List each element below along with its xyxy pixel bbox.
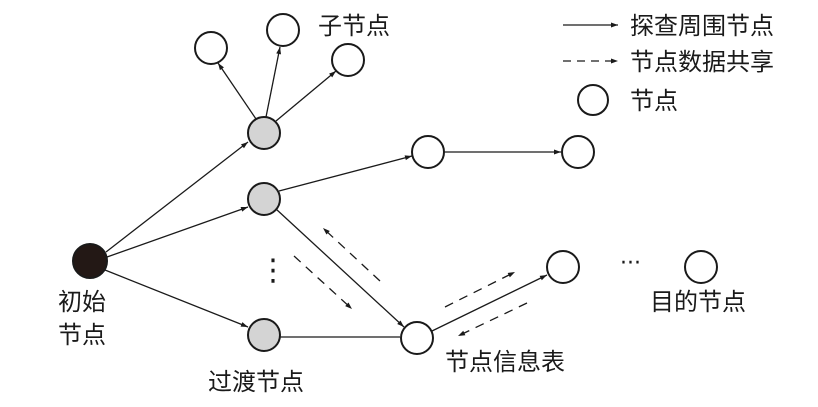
transition-nodes-label: 过渡节点 (208, 368, 304, 396)
edge-initial-to-transition-1 (105, 141, 249, 253)
target-nodes-label: 目的节点 (650, 288, 746, 316)
data-sharing-arrows (293, 227, 528, 337)
initial-node (72, 243, 108, 279)
edge-initial-to-transition-2 (106, 206, 249, 258)
vertical-ellipsis: ⋮ (258, 253, 288, 288)
legend-solid-label: 探查周围节点 (630, 12, 774, 40)
edge-to-child-2 (265, 46, 282, 118)
child-node-3 (331, 43, 365, 77)
child-node-1 (194, 31, 228, 65)
initial-node-label-line2: 节点 (58, 321, 106, 349)
transition-node-1 (247, 116, 281, 150)
child-nodes-label: 子节点 (318, 12, 390, 40)
dashed-arrow-down (293, 255, 353, 310)
legend-node-icon (577, 84, 609, 116)
node-info-table-label: 节点信息表 (445, 348, 565, 376)
child-node-2 (266, 13, 300, 47)
legend-node-label: 节点 (630, 87, 678, 115)
dashed-arrow-back (457, 302, 528, 337)
node (546, 250, 580, 284)
edge-info-table-to-node (431, 274, 548, 332)
dashed-arrow-up (322, 227, 381, 282)
node (411, 135, 445, 169)
legend: 探查周围节点 节点数据共享 节点 (563, 12, 774, 116)
edge-to-child-1 (217, 62, 257, 120)
exploration-edges (104, 46, 561, 338)
initial-node-label-line1: 初始 (58, 288, 106, 316)
transition-node-2 (247, 182, 281, 216)
target-node (684, 250, 718, 284)
info-table-node (400, 321, 434, 355)
node (561, 135, 595, 169)
edge-to-child-3 (275, 70, 337, 122)
legend-dashed-label: 节点数据共享 (630, 48, 774, 76)
dashed-arrow-out (444, 271, 516, 308)
edge-transition-2-to-node (278, 155, 413, 192)
edge-initial-to-transition-3 (104, 269, 249, 328)
edge-transition-2-to-info-table (275, 208, 405, 328)
horizontal-ellipsis: ··· (620, 251, 641, 276)
transition-node-3 (247, 318, 281, 352)
